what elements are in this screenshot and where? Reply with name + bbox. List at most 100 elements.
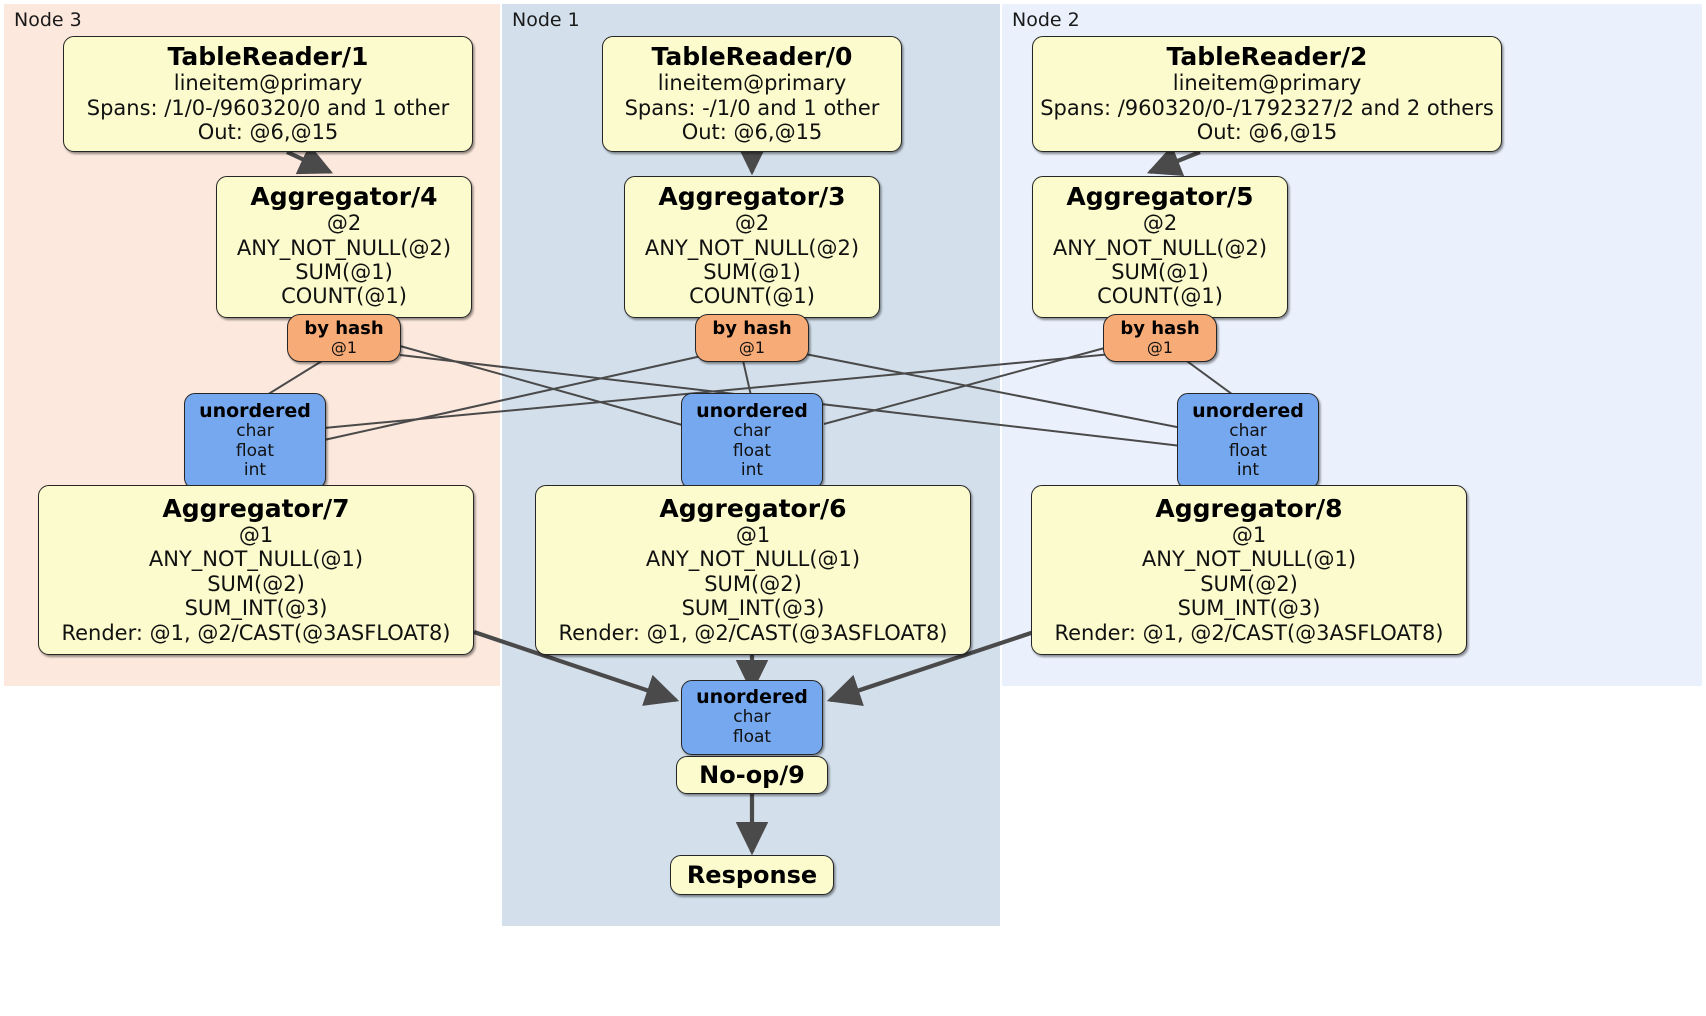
node-line: COUNT(@1) xyxy=(281,284,407,309)
router-by-hash-center[interactable]: by hash @1 xyxy=(695,314,809,362)
node-line: ANY_NOT_NULL(@1) xyxy=(645,547,861,572)
router-title: by hash xyxy=(1120,317,1200,339)
node-line: SUM(@1) xyxy=(1111,260,1209,284)
edge-hash-center-to-unordered-right xyxy=(799,352,1193,431)
region-node-2-label: Node 2 xyxy=(1012,9,1080,31)
node-line: SUM_INT(@3) xyxy=(184,596,328,621)
node-line: Spans: /960320/0-/1792327/2 and 2 others xyxy=(1040,95,1494,120)
region-node-1-label: Node 1 xyxy=(512,9,580,31)
router-line: @1 xyxy=(330,337,358,357)
edge-hash-left-to-unordered-left xyxy=(261,355,331,399)
node-line: COUNT(@1) xyxy=(1097,284,1223,309)
node-aggregator-7[interactable]: Aggregator/7 @1 ANY_NOT_NULL(@1) SUM(@2)… xyxy=(38,485,474,655)
node-title: Aggregator/7 xyxy=(162,494,350,524)
edge-hash-center-to-unordered-center xyxy=(741,355,753,401)
router-unordered-final[interactable]: unordered char float xyxy=(681,680,823,755)
node-line: @1 xyxy=(1231,523,1267,548)
node-title: Aggregator/3 xyxy=(658,182,846,212)
router-title: unordered xyxy=(1192,399,1304,422)
router-line: int xyxy=(243,460,267,481)
router-unordered-left[interactable]: unordered char float int xyxy=(184,393,326,489)
node-title: TableReader/0 xyxy=(651,42,853,72)
node-line: Out: @6,@15 xyxy=(1196,120,1338,145)
node-title: Response xyxy=(686,860,818,889)
router-by-hash-right[interactable]: by hash @1 xyxy=(1103,314,1217,362)
edge-hash-center-to-unordered-left xyxy=(323,354,707,441)
edge-hash-right-to-unordered-right xyxy=(1179,355,1241,401)
node-title: Aggregator/8 xyxy=(1155,494,1343,524)
node-title: TableReader/1 xyxy=(167,42,369,72)
router-line: float xyxy=(732,440,772,461)
edge-hash-right-to-unordered-center xyxy=(823,345,1113,425)
node-line: SUM(@2) xyxy=(704,571,802,596)
router-by-hash-left[interactable]: by hash @1 xyxy=(287,314,401,362)
router-title: unordered xyxy=(696,686,808,709)
node-line: SUM_INT(@3) xyxy=(1177,596,1321,621)
router-line: int xyxy=(740,460,764,481)
router-line: char xyxy=(236,421,274,442)
router-line: float xyxy=(1228,440,1268,461)
router-line: char xyxy=(733,707,771,728)
edge-tablereader2-aggregator5 xyxy=(1146,145,1201,176)
node-line: Spans: -/1/0 and 1 other xyxy=(624,95,880,120)
node-aggregator-3[interactable]: Aggregator/3 @2 ANY_NOT_NULL(@2) SUM(@1)… xyxy=(624,176,880,318)
router-line: @1 xyxy=(738,337,766,357)
edge-aggregator7-final-router xyxy=(473,630,680,706)
node-line: SUM(@1) xyxy=(703,260,801,284)
node-line: SUM_INT(@3) xyxy=(681,596,825,621)
edge-tablereader1-aggregator4 xyxy=(286,144,334,175)
node-line: ANY_NOT_NULL(@2) xyxy=(644,235,860,260)
node-line: Render: @1, @2/CAST(@3ASFLOAT8) xyxy=(61,620,451,645)
node-line: lineitem@primary xyxy=(1172,71,1362,96)
node-line: SUM(@2) xyxy=(1200,571,1298,596)
router-line: char xyxy=(1229,421,1267,442)
router-title: by hash xyxy=(712,317,792,339)
node-aggregator-6[interactable]: Aggregator/6 @1 ANY_NOT_NULL(@1) SUM(@2)… xyxy=(535,485,971,655)
node-line: Render: @1, @2/CAST(@3ASFLOAT8) xyxy=(1054,620,1444,645)
node-aggregator-4[interactable]: Aggregator/4 @2 ANY_NOT_NULL(@2) SUM(@1)… xyxy=(216,176,472,318)
node-response[interactable]: Response xyxy=(670,855,834,895)
node-title: Aggregator/4 xyxy=(250,182,438,212)
node-line: ANY_NOT_NULL(@1) xyxy=(1141,547,1357,572)
node-line: Render: @1, @2/CAST(@3ASFLOAT8) xyxy=(558,620,948,645)
node-line: SUM(@2) xyxy=(207,571,305,596)
edge-aggregator8-final-router xyxy=(826,630,1035,706)
edge-hash-right-to-unordered-left xyxy=(323,353,1113,429)
node-line: @1 xyxy=(735,523,771,548)
node-line: ANY_NOT_NULL(@2) xyxy=(1052,235,1268,260)
router-unordered-right[interactable]: unordered char float int xyxy=(1177,393,1319,489)
router-title: unordered xyxy=(696,399,808,422)
region-node-3-label: Node 3 xyxy=(14,9,82,31)
router-unordered-center[interactable]: unordered char float int xyxy=(681,393,823,489)
router-line: char xyxy=(733,421,771,442)
node-line: ANY_NOT_NULL(@2) xyxy=(236,235,452,260)
node-tablereader-1[interactable]: TableReader/1 lineitem@primary Spans: /1… xyxy=(63,36,473,152)
node-line: SUM(@1) xyxy=(295,260,393,284)
node-line: ANY_NOT_NULL(@1) xyxy=(148,547,364,572)
node-tablereader-0[interactable]: TableReader/0 lineitem@primary Spans: -/… xyxy=(602,36,902,152)
router-line: @1 xyxy=(1146,337,1174,357)
node-line: @2 xyxy=(734,211,770,236)
node-line: Out: @6,@15 xyxy=(681,120,823,145)
node-tablereader-2[interactable]: TableReader/2 lineitem@primary Spans: /9… xyxy=(1032,36,1502,152)
node-no-op-9[interactable]: No-op/9 xyxy=(676,756,828,794)
router-title: by hash xyxy=(304,317,384,339)
router-title: unordered xyxy=(199,399,311,422)
router-line: int xyxy=(1236,460,1260,481)
node-aggregator-8[interactable]: Aggregator/8 @1 ANY_NOT_NULL(@1) SUM(@2)… xyxy=(1031,485,1467,655)
node-title: TableReader/2 xyxy=(1166,42,1368,72)
node-line: @1 xyxy=(238,523,274,548)
node-aggregator-5[interactable]: Aggregator/5 @2 ANY_NOT_NULL(@2) SUM(@1)… xyxy=(1032,176,1288,318)
node-line: @2 xyxy=(1142,211,1178,236)
node-line: Out: @6,@15 xyxy=(197,120,339,145)
node-line: Spans: /1/0-/960320/0 and 1 other xyxy=(86,95,450,120)
router-line: float xyxy=(235,440,275,461)
node-title: Aggregator/6 xyxy=(659,494,847,524)
router-line: float xyxy=(732,727,772,748)
node-line: lineitem@primary xyxy=(173,71,363,96)
node-title: Aggregator/5 xyxy=(1066,182,1254,212)
node-line: lineitem@primary xyxy=(657,71,847,96)
node-line: @2 xyxy=(326,211,362,236)
